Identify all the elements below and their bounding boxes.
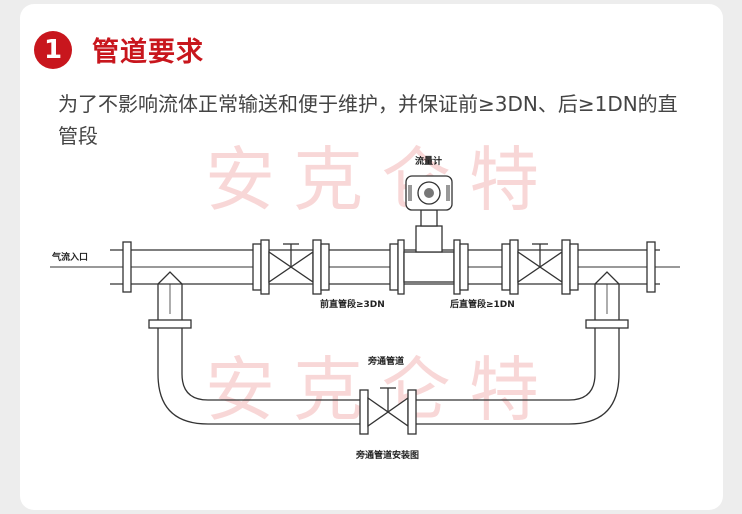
downstream-valve	[501, 239, 579, 295]
main-pipeline	[50, 241, 680, 293]
flowmeter	[389, 175, 469, 295]
downstream-straight-pipe-label: 后直管段≥1DN	[450, 298, 515, 310]
pipe-installation-diagram: 安克仑特 安克仑特	[50, 139, 680, 461]
upstream-straight-pipe-label: 前直管段≥3DN	[320, 298, 385, 310]
section-header: 1 管道要求	[34, 30, 204, 69]
bypass-pipe-label: 旁通管道	[367, 355, 404, 367]
section-number-badge: 1	[34, 30, 72, 69]
upstream-valve	[252, 239, 330, 295]
section-title: 管道要求	[92, 37, 204, 68]
section-description: 为了不影响流体正常输送和便于维护，并保证前≥3DN、后≥1DN的直管段	[58, 92, 678, 148]
inlet-label: 气流入口	[51, 251, 88, 263]
watermark-top: 安克仑特	[205, 139, 557, 221]
diagram-caption: 旁通管道安装图	[355, 449, 419, 461]
flowmeter-label: 流量计	[415, 155, 442, 167]
bypass-pipe	[148, 284, 629, 435]
content-card: 1 管道要求 为了不影响流体正常输送和便于维护，并保证前≥3DN、后≥1DN的直…	[20, 4, 723, 510]
